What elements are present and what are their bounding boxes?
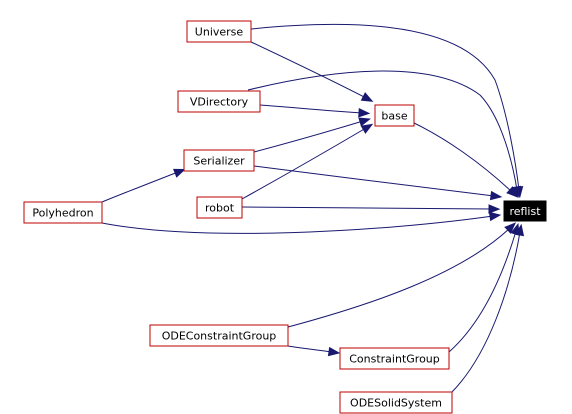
node-label: reflist xyxy=(509,205,541,218)
node-constraintgroup[interactable]: ConstraintGroup xyxy=(339,347,450,370)
node-box[interactable] xyxy=(186,20,252,43)
edge-line xyxy=(101,215,494,234)
node-odeconstraintgroup[interactable]: ODEConstraintGroup xyxy=(149,324,289,347)
node-box[interactable] xyxy=(183,149,255,172)
node-polyhedron[interactable]: Polyhedron xyxy=(23,201,103,224)
edge-universe-to-base xyxy=(248,40,374,102)
edge-line xyxy=(247,70,518,191)
edge-arrowhead xyxy=(506,186,519,198)
edge-odesolidsystem-to-reflist xyxy=(451,223,525,393)
node-reflist[interactable]: reflist xyxy=(503,200,547,222)
edge-line xyxy=(250,23,520,191)
node-label: Universe xyxy=(195,26,244,39)
edge-polyhedron-to-serializer xyxy=(101,168,186,203)
edge-line xyxy=(101,171,179,203)
node-base[interactable]: base xyxy=(374,104,415,127)
edge-arrowhead xyxy=(489,190,503,201)
edge-vdirectory-to-reflist xyxy=(247,70,522,199)
node-label: base xyxy=(381,110,407,123)
node-odesolidsystem[interactable]: ODESolidSystem xyxy=(339,391,453,414)
node-box[interactable] xyxy=(503,200,547,222)
edge-arrowhead xyxy=(360,123,374,134)
edge-line xyxy=(451,231,521,393)
node-box[interactable] xyxy=(339,347,450,370)
edge-base-to-reflist xyxy=(413,122,519,198)
node-box[interactable] xyxy=(374,104,415,127)
edge-line xyxy=(287,345,333,353)
edge-layer xyxy=(101,23,525,393)
node-vdirectory[interactable]: VDirectory xyxy=(177,90,261,113)
edge-arrowhead xyxy=(358,117,371,127)
edge-line xyxy=(241,206,493,210)
edge-line xyxy=(241,127,367,200)
edge-line xyxy=(253,120,364,153)
node-box[interactable] xyxy=(339,391,453,414)
node-robot[interactable]: robot xyxy=(196,196,243,219)
edge-arrowhead xyxy=(173,168,186,178)
edge-arrowhead xyxy=(504,222,517,234)
edge-line xyxy=(259,104,363,114)
edge-line xyxy=(253,165,495,197)
edge-line xyxy=(448,230,517,353)
edge-odeconstraintgroup-to-constraintgroup xyxy=(287,345,341,357)
edge-polyhedron-to-reflist xyxy=(101,211,502,234)
node-box[interactable] xyxy=(177,90,261,113)
edge-serializer-to-reflist xyxy=(253,165,503,201)
node-box[interactable] xyxy=(149,324,289,347)
edge-serializer-to-base xyxy=(253,117,371,153)
edge-line xyxy=(248,40,367,99)
node-label: robot xyxy=(205,202,235,215)
edge-arrowhead xyxy=(488,204,501,214)
edge-arrowhead xyxy=(360,92,374,102)
edge-line xyxy=(287,227,511,328)
node-box[interactable] xyxy=(196,196,243,219)
node-label: Serializer xyxy=(193,155,245,168)
node-label: Polyhedron xyxy=(32,207,93,220)
edge-arrowhead xyxy=(488,211,502,222)
node-label: ODESolidSystem xyxy=(350,397,442,410)
node-serializer[interactable]: Serializer xyxy=(183,149,255,172)
edge-line xyxy=(413,122,513,193)
edge-arrowhead xyxy=(358,108,371,118)
node-universe[interactable]: Universe xyxy=(186,20,252,43)
edge-robot-to-reflist xyxy=(241,204,501,214)
edge-arrowhead xyxy=(514,223,525,237)
edge-vdirectory-to-base xyxy=(259,104,371,118)
edge-constraintgroup-to-reflist xyxy=(448,222,520,353)
node-label: ConstraintGroup xyxy=(349,353,440,366)
node-label: ODEConstraintGroup xyxy=(162,330,277,343)
node-label: VDirectory xyxy=(190,96,249,109)
node-box[interactable] xyxy=(23,201,103,224)
edge-odeconstraintgroup-to-reflist xyxy=(287,222,517,328)
edge-arrowhead xyxy=(327,346,341,357)
edge-robot-to-base xyxy=(241,123,374,200)
